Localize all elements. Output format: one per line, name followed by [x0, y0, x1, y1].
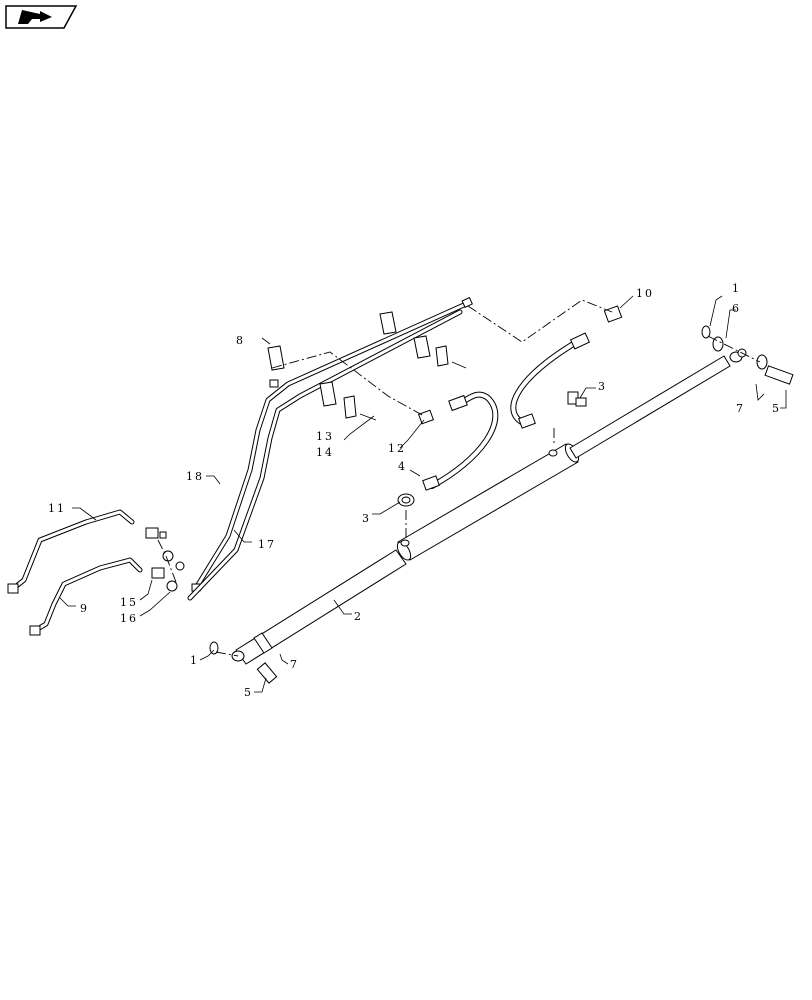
- callout-6: 6: [732, 302, 741, 315]
- fitting-15: [145, 527, 167, 579]
- pin-5-left: [256, 662, 278, 684]
- callout-13: 13: [316, 430, 334, 443]
- callout-5-left: 5: [244, 686, 253, 699]
- clamp-8: [267, 311, 397, 371]
- callout-5-right: 5: [772, 402, 781, 415]
- callout-14: 14: [316, 446, 334, 459]
- elbow-fitting-3-lower: [397, 493, 415, 507]
- hydraulic-tube-18: [187, 309, 463, 601]
- callout-16: 16: [120, 612, 138, 625]
- callout-4: 4: [398, 460, 407, 473]
- folder-arrow-icon[interactable]: [5, 5, 78, 29]
- callout-1-left: 1: [190, 654, 199, 667]
- assembly-center-lines: [157, 299, 761, 657]
- washer-6: [712, 336, 768, 370]
- callout-9: 9: [80, 602, 89, 615]
- hose-10: [510, 305, 623, 429]
- elbow-fitting-3-upper: [567, 391, 587, 407]
- plate-14: [343, 345, 467, 421]
- callout-11: 11: [48, 502, 66, 515]
- callout-labels: 8 10 1 6 3 13 14 12 4 3 2 17 18 11 9 15 …: [48, 282, 781, 699]
- pin-5-right: [764, 365, 794, 385]
- hydraulic-tube-9: [29, 557, 143, 636]
- callout-15: 15: [120, 596, 138, 609]
- leader-lines: [59, 295, 787, 693]
- hydraulic-tube-17: [191, 296, 473, 592]
- cotter-1-right: [701, 325, 711, 339]
- hydraulic-cylinder: [231, 348, 747, 665]
- callout-18: 18: [186, 470, 204, 483]
- clamp-13: [319, 335, 431, 407]
- callout-2: 2: [354, 610, 363, 623]
- callout-1-right: 1: [732, 282, 741, 295]
- cotter-1-left: [209, 641, 219, 655]
- callout-8: 8: [236, 334, 245, 347]
- fitting-16: [162, 550, 185, 592]
- hose-4: [422, 391, 499, 491]
- callout-3-lower: 3: [362, 512, 371, 525]
- hydraulic-tube-11: [7, 509, 135, 594]
- callout-7-left: 7: [290, 658, 299, 671]
- callout-10: 10: [636, 287, 654, 300]
- callout-3-upper: 3: [598, 380, 607, 393]
- callout-17: 17: [258, 538, 276, 551]
- fitting-12: [418, 409, 434, 425]
- callout-12: 12: [388, 442, 406, 455]
- callout-7-right: 7: [736, 402, 745, 415]
